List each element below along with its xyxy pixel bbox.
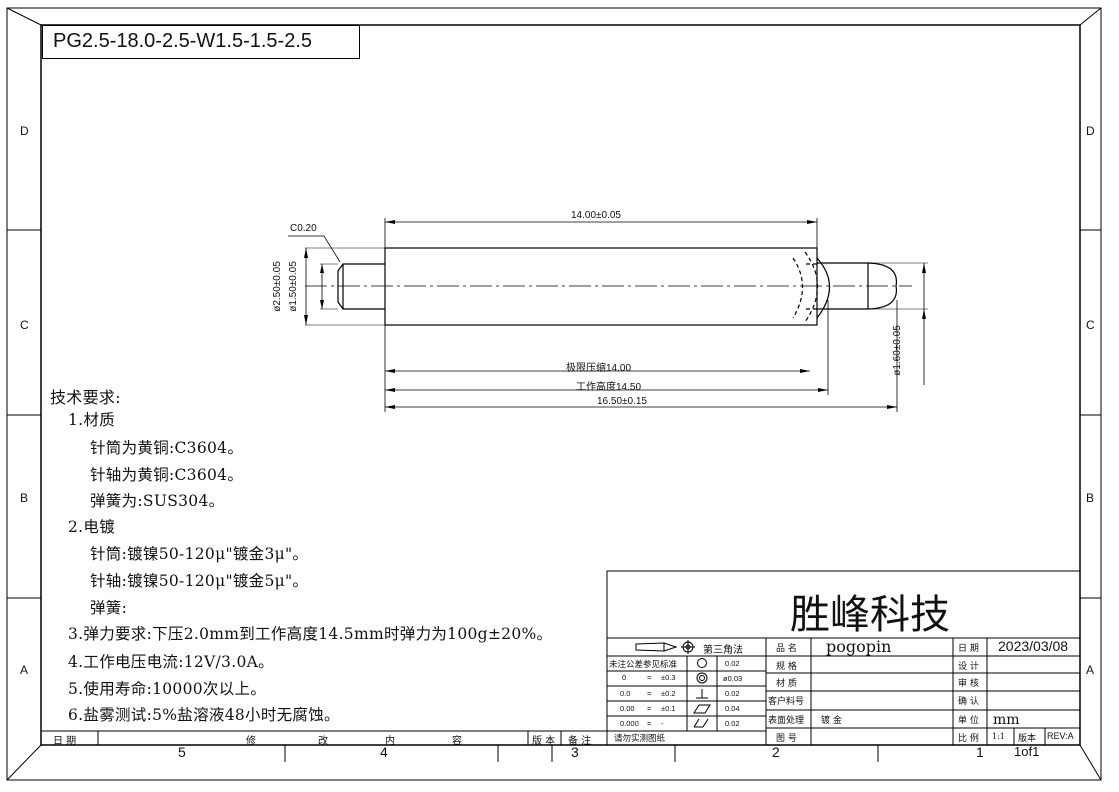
tol-range: 0 [622,673,627,682]
label-confirm: 确 认 [958,697,979,707]
requirements-heading: 技术要求: [50,388,121,407]
barrel-diameter-label: ø2.50±0.05 [271,261,283,312]
requirement-line: 6.盐雾测试:5%盐溶液48小时无腐蚀。 [68,706,340,724]
rev-version-label: 版 本 [532,736,556,747]
tol-sep: = [647,719,652,728]
pogo-pin-drawing [305,247,912,326]
value-scale: 1:1 [992,732,1005,741]
zone-number-5: 5 [178,744,186,760]
zone-letter-d-left: D [20,124,29,138]
requirement-line: 针轴为黄铜:C3604。 [90,466,244,484]
rev-content-label: 容 [452,736,462,747]
value-surface: 镀 金 [821,716,842,726]
label-design: 设 计 [958,662,979,672]
gdt-value: 0.02 [725,659,740,668]
limit-compression-label: 极限压缩14.00 [566,363,632,374]
company-name: 胜峰科技 [790,592,950,638]
barrel-outline [384,247,818,326]
gdt-value: ø0.03 [723,674,743,683]
requirement-line: 针筒:镀镍50-120μ"镀金3μ"。 [90,545,309,563]
zone-letter-b-right: B [1086,491,1095,505]
requirement-line: 2.电镀 [68,518,115,536]
zone-letter-a-right: A [1086,663,1095,677]
gdt-value: 0.02 [725,689,740,698]
zone-letter-a-left: A [20,663,29,677]
plunger-outline [817,262,898,310]
tol-sep: = [647,689,652,698]
tol-sep: = [647,704,652,713]
rev-date-label: 日 期 [53,736,77,747]
chamfer-label: C0.20 [290,223,317,234]
tol-range: 0.0 [620,689,631,698]
zone-letter-d-right: D [1086,124,1095,138]
working-height-label: 工作高度14.50 [576,382,642,393]
zone-number-4: 4 [380,744,388,760]
flatness-icon [693,704,711,714]
value-rev: REV:A [1047,731,1074,741]
value-date: 2023/03/08 [998,638,1069,654]
label-drawing-no: 图 号 [776,734,797,744]
tol-value: ±0.2 [661,689,676,698]
projection-label: 第三角法 [703,645,743,656]
value-unit: mm [993,712,1020,728]
requirement-line: 弹簧: [90,599,128,617]
zone-number-3: 3 [571,744,579,760]
perpendicularity-icon [696,689,708,699]
label-scale: 比 例 [958,734,979,744]
requirement-line: 5.使用寿命:10000次以上。 [68,680,267,698]
runout-icon [693,718,709,728]
tol-value: ±0.1 [661,704,676,713]
concentricity-icon [696,672,708,684]
rev-inner-label: 内 [385,736,395,747]
requirement-line: 3.弹力要求:下压2.0mm到工作高度14.5mm时弹力为100g±20%。 [68,625,553,643]
label-material: 材 质 [776,679,797,689]
no-measure-note: 请勿实测图纸 [614,734,666,744]
zone-letter-c-right: C [1086,318,1095,332]
zone-letter-b-left: B [20,491,29,505]
top-length-label: 14.00±0.05 [571,210,621,221]
requirement-line: 4.工作电压电流:12V/3.0A。 [68,653,274,671]
tol-sep: = [647,673,652,682]
label-review: 审 核 [958,679,979,689]
requirement-line: 弹簧为:SUS304。 [90,492,225,510]
zone-number-2: 2 [772,744,780,760]
part-number: PG2.5-18.0-2.5-W1.5-1.5-2.5 [53,30,313,52]
label-spec: 规 格 [776,662,797,672]
tail-outline [337,263,385,310]
label-unit: 单 位 [958,716,979,726]
requirement-line: 针轴:镀镍50-120μ"镀金5μ"。 [90,572,309,590]
part-number-box: PG2.5-18.0-2.5-W1.5-1.5-2.5 [42,25,360,59]
label-customer-no: 客户料号 [768,697,805,707]
overall-length-label: 16.50±0.15 [597,396,647,407]
label-date: 日 期 [958,644,979,654]
label-version: 版本 [1018,734,1037,744]
zone-letter-c-left: C [20,318,29,332]
requirement-line: 针筒为黄铜:C3604。 [90,439,244,457]
circularity-icon [697,658,707,668]
rev-modify-label: 修 [246,736,256,747]
value-sheet: 1of1 [1014,744,1040,759]
revision-table [41,730,607,762]
tol-value: - [661,719,664,728]
requirement-line: 1.材质 [68,411,115,429]
plunger-diameter-label: ø1.60±0.05 [891,325,903,376]
gdt-value: 0.04 [725,704,740,713]
inner-diameter-label: ø1.50±0.05 [287,261,299,312]
rev-change-label: 改 [318,736,328,747]
tol-range: 0.000 [620,719,639,728]
value-product-name: pogopin [826,637,892,656]
title-block [606,570,1081,746]
tol-range: 0.00 [620,704,635,713]
third-angle-projection-icon [635,640,695,654]
tolerance-title: 未注公差参见标准 [609,660,678,670]
label-product-name: 品 名 [776,644,797,654]
label-surface: 表面处理 [768,716,805,726]
outer-border [6,7,1102,781]
tol-value: ±0.3 [661,673,676,682]
rev-remark-label: 备 注 [568,736,592,747]
zone-number-1: 1 [976,744,984,760]
gdt-value: 0.02 [725,719,740,728]
